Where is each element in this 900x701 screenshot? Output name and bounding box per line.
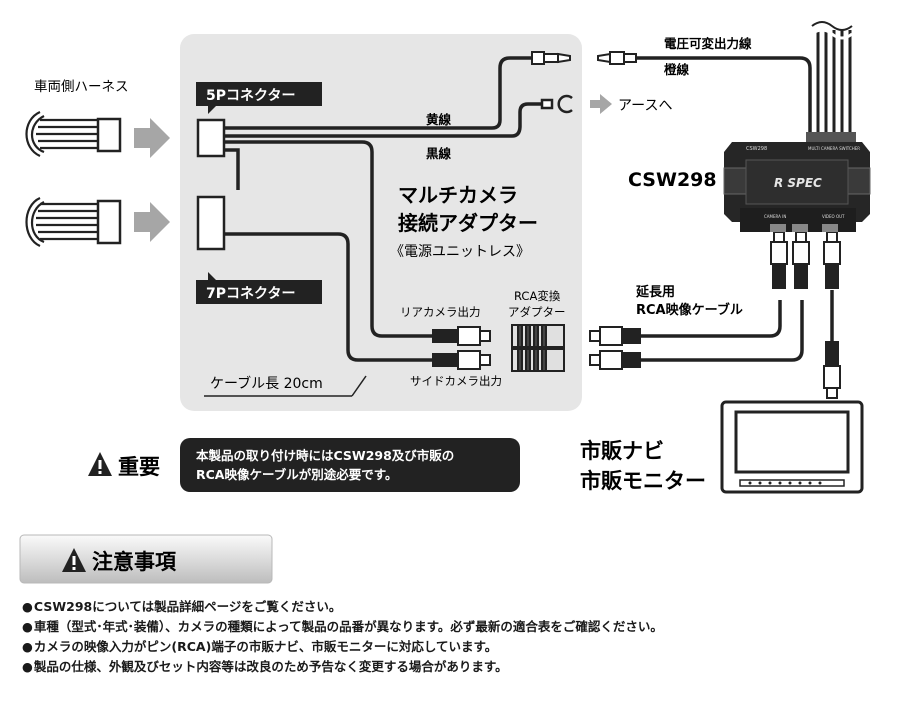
warning-icon: [62, 548, 86, 572]
adapter-title-2: 接続アダプター: [398, 211, 538, 235]
rca-plug-side: [432, 350, 491, 370]
variable-output-label: 電圧可変出力線: [664, 36, 752, 51]
harness-plug-top: [96, 117, 122, 153]
cable-length-label: ケーブル長 20cm: [210, 375, 323, 392]
caution-notes: CSW298については製品詳細ページをご覧ください。 車種（型式･年式･装備）、…: [22, 597, 882, 677]
connector-5p: [196, 118, 226, 158]
label-7p-box: [196, 280, 322, 304]
arrow-right-icon: [134, 118, 170, 158]
spade-terminal: [531, 51, 571, 65]
caution-title: 注意事項: [92, 550, 177, 574]
vehicle-harness-label: 車両側ハーネス: [34, 79, 129, 95]
rca-adapter-top: [511, 324, 565, 348]
important-message-2: RCA映像ケーブルが別途必要です。: [196, 467, 397, 482]
monitor-icon: [720, 400, 864, 494]
label-5p-box: [196, 82, 322, 106]
connector-5p-label: 5Pコネクター: [206, 88, 295, 104]
switcher-rca-plugs: [770, 231, 841, 399]
side-camera-label: サイドカメラ出力: [410, 374, 502, 388]
port-label-right: VIDEO OUT: [822, 214, 845, 219]
important-message-box: [180, 438, 520, 492]
switcher-label-left: CSW298: [746, 146, 767, 152]
vehicle-harness-bottom: [25, 196, 98, 248]
connector-7p-label: 7Pコネクター: [206, 286, 295, 302]
switcher-harness: [816, 30, 852, 138]
arrow-right-icon: [590, 94, 612, 114]
important-message-1: 本製品の取り付け時にはCSW298及び市販の: [196, 448, 454, 463]
model-name: CSW298: [628, 169, 717, 191]
monitor-label-1: 市販ナビ: [580, 439, 664, 463]
adapter-title-1: マルチカメラ: [398, 183, 518, 207]
rca-adapter-label-1: RCA変換: [514, 289, 561, 303]
rca-adapter-label-2: アダプター: [508, 305, 566, 319]
monitor-label-2: 市販モニター: [580, 469, 706, 493]
switcher-label-right: MULTI CAMERA SWITCHER: [808, 146, 860, 151]
yellow-wire-label: 黄線: [426, 112, 452, 127]
orange-wire-label: 橙線: [664, 62, 690, 77]
port-label-left: CAMERA IN: [764, 214, 786, 219]
note-item: CSW298については製品詳細ページをご覧ください。: [22, 597, 882, 617]
connector-7p: [196, 195, 226, 251]
warning-icon: [88, 452, 112, 476]
adapter-subtitle: 《電源ユニットレス》: [390, 244, 530, 260]
csw298-switcher: [723, 132, 871, 232]
rear-camera-label: リアカメラ出力: [400, 305, 481, 319]
rca-adapter-bottom: [511, 348, 565, 372]
extension-plug-bottom: [589, 350, 641, 370]
harness-plug-bottom: [96, 199, 122, 245]
note-item: カメラの映像入力がピン(RCA)端子の市販ナビ、市販モニターに対応しています。: [22, 637, 882, 657]
extension-plug-top: [589, 326, 641, 346]
extension-label-2: RCA映像ケーブル: [636, 302, 743, 318]
important-label: 重要: [118, 455, 160, 479]
arrow-right-icon: [134, 202, 170, 242]
note-item: 車種（型式･年式･装備）、カメラの種類によって製品の品番が異なります。必ず最新の…: [22, 617, 882, 637]
extension-label-1: 延長用: [635, 284, 675, 300]
extension-cables: [640, 290, 834, 362]
adapter-wires: [218, 56, 542, 362]
rca-plug-rear: [432, 326, 491, 346]
black-wire-label: 黒線: [426, 146, 452, 161]
vehicle-harness-top: [25, 110, 98, 158]
brand-logo: R SPEC: [774, 176, 822, 190]
ground-terminal: [540, 94, 573, 114]
note-item: 製品の仕様、外観及びセット内容等は改良のため予告なく変更する場合があります。: [22, 657, 882, 677]
variable-output-terminal: [597, 51, 637, 65]
ground-label: アースへ: [618, 98, 672, 114]
